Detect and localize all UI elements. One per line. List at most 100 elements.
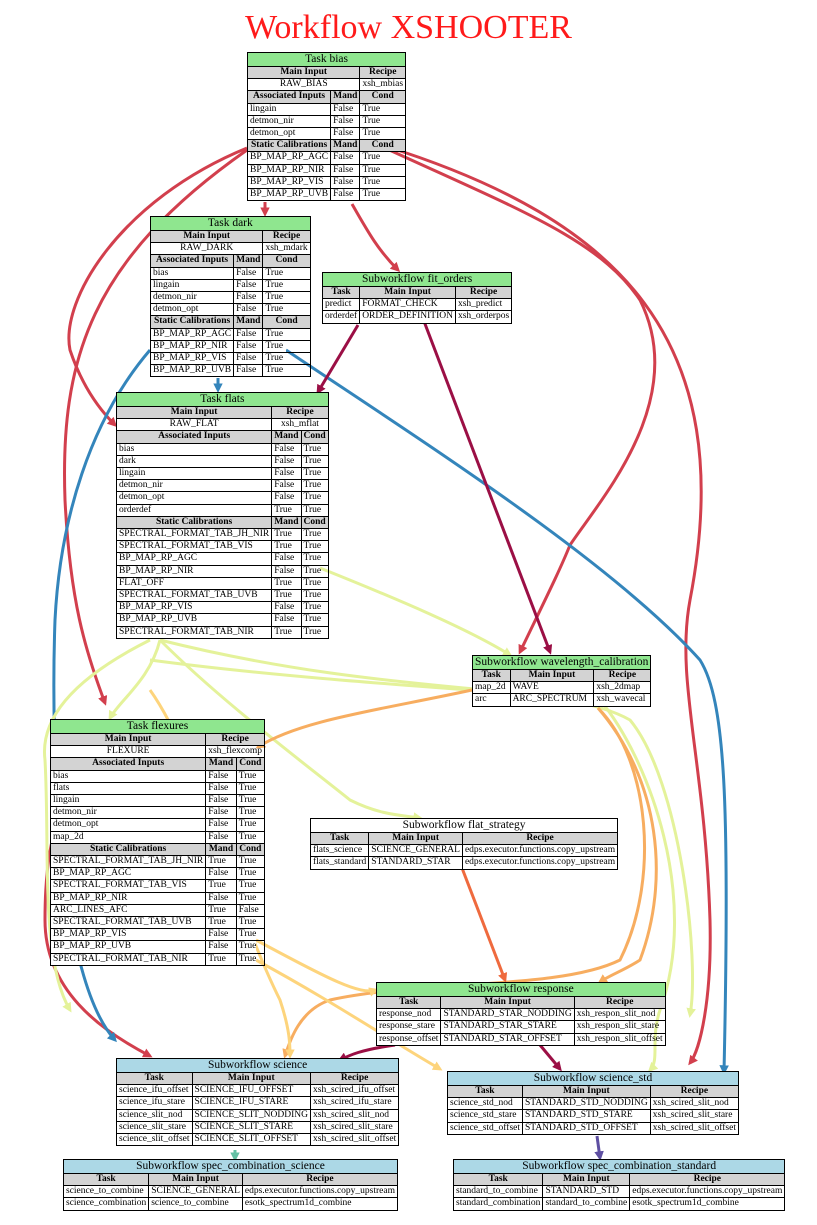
row-value: False [330,114,361,129]
row-value: True [262,278,311,293]
row-value: False [205,806,237,820]
row-value: edps.executor.functions.copy_upstream [461,856,619,870]
col-header: Main Input [509,668,595,683]
row-value: False [205,794,237,808]
main-input-value: RAW_FLAT [115,418,273,432]
row-name: lingain [246,102,332,116]
row-name: lingain [115,467,273,481]
row-name: BP_MAP_RP_VIS [115,601,273,615]
row-name: detmon_opt [49,818,207,832]
node-header: Task flexures [49,719,266,734]
row-value: False [271,467,302,481]
recipe-value: xsh_flexcomp [205,745,266,759]
row-name: BP_MAP_RP_UVB [246,188,332,202]
row-name: detmon_nir [246,114,332,129]
col-header: Static Calibrations [149,315,235,329]
row-value: ARC_SPECTRUM [509,693,595,707]
row-value: False [271,552,302,566]
row-value: True [235,940,266,954]
row-name: FLAT_OFF [115,576,273,591]
row-name: BP_MAP_RP_NIR [149,339,235,354]
row-value: False [271,601,302,615]
row-value: False [271,613,302,627]
recipe-value: xsh_mflat [271,418,329,432]
row-name: BP_MAP_RP_AGC [115,552,273,566]
row-value: True [271,589,302,603]
edge-light-orange [596,707,658,984]
col-header: Recipe [593,668,652,683]
row-value: True [359,175,407,190]
row-name: standard_combination [452,1197,544,1211]
row-value: SCIENCE_SLIT_STARE [191,1120,312,1135]
row-value: False [205,867,237,881]
row-name: predict [321,298,361,312]
edge-crimson [63,148,248,706]
col-header: Main Input [542,1172,631,1187]
row-value: False [330,175,361,190]
row-value: False [205,830,237,844]
row-value: xsh_scired_slit_offset [649,1121,739,1135]
row-value: True [300,625,329,639]
row-value: FORMAT_CHECK [359,298,456,312]
row-value: True [359,127,407,141]
row-name: map_2d [472,681,511,695]
row-value: True [235,830,266,844]
col-header: Task [447,1084,523,1099]
node-header: Subworkflow fit_orders [321,272,513,287]
row-name: BP_MAP_RP_AGC [149,327,235,341]
row-value: True [235,806,266,820]
row-name: detmon_opt [115,491,273,505]
row-name: detmon_nir [149,291,235,305]
row-value: True [262,303,311,317]
row-value: ORDER_DEFINITION [359,310,456,324]
node-subworkflow-spec-combination-science[interactable]: Subworkflow spec_combination_science Tas… [62,1159,399,1211]
row-name: SPECTRAL_FORMAT_TAB_NIR [115,625,273,639]
edge-light-yellow [108,639,162,721]
row-value: SCIENCE_IFU_STARE [191,1096,312,1110]
row-value: True [235,916,266,930]
col-header: Mand [271,515,302,530]
col-header: Cond [262,254,311,268]
row-value: True [300,479,329,493]
row-name: bias [115,442,273,456]
row-name: detmon_nir [49,806,207,820]
node-subworkflow-spec-combination-standard[interactable]: Subworkflow spec_combination_standard Ta… [452,1159,786,1211]
row-name: detmon_nir [115,479,273,493]
row-value: False [205,781,237,796]
row-name: BP_MAP_RP_UVB [149,364,235,378]
row-value: STANDARD_STD [542,1185,631,1199]
col-header: Associated Inputs [115,430,273,444]
row-value: xsh_orderpos [454,310,513,324]
row-value: science_to_combine [148,1197,243,1211]
col-header: Mand [330,139,361,153]
col-header: Main Input [115,405,273,420]
col-header: Cond [262,315,311,329]
row-value: True [300,576,329,591]
node-header: Subworkflow response [376,982,666,997]
row-name: BP_MAP_RP_VIS [149,352,235,366]
